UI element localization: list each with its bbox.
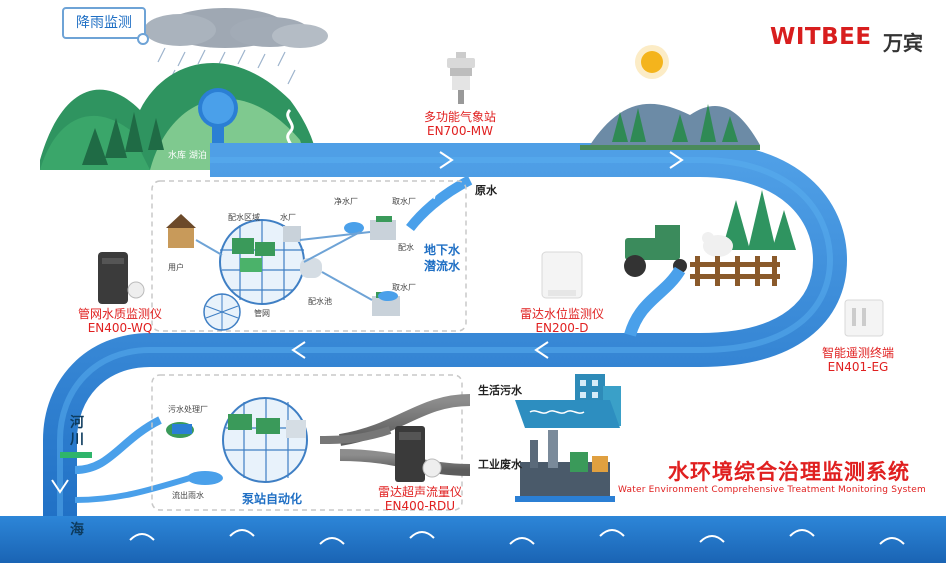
water-distribution-label: 配水 <box>398 243 414 252</box>
weather-station-model: EN700-MW <box>426 124 493 138</box>
remote-terminal-label: 智能遥测终端 EN401-EG <box>808 346 908 374</box>
intake-plant-2-label: 取水厂 <box>392 283 416 292</box>
groundwater-label: 地下水 潜流水 <box>424 243 461 273</box>
rain-tag-connector <box>137 33 149 45</box>
river-label: 河川 <box>70 415 84 448</box>
flow-meter-model: EN400-RDU <box>384 499 456 513</box>
remote-terminal-model: EN401-EG <box>827 360 889 374</box>
sea-waves <box>129 529 905 545</box>
radar-level-gauge-label: 雷达水位监测仪 EN200-D <box>510 307 614 335</box>
weather-station-label: 多功能气象站 EN700-MW <box>420 110 500 138</box>
pump-station-label: 泵站自动化 <box>242 492 303 506</box>
pine-trees-right <box>612 104 738 142</box>
rain-cloud <box>144 8 328 48</box>
industrial-wastewater-label: 工业废水 <box>478 458 522 471</box>
brand-logo: WITBEE <box>770 24 872 50</box>
farm-trees <box>722 190 796 250</box>
outflow-rain-label: 流出雨水 <box>172 491 204 500</box>
purification-plant-label: 净水厂 <box>334 197 358 206</box>
raw-water-inflow <box>406 175 473 232</box>
flow-meter-label: 雷达超声流量仪 EN400-RDU <box>364 485 476 513</box>
user-label: 用户 <box>168 263 184 272</box>
radar-level-gauge-name: 雷达水位监测仪 <box>519 307 604 321</box>
pipe-quality-monitor-model: EN400-WQ <box>87 321 153 335</box>
supply-area-box <box>151 180 467 332</box>
pipe-network-label: 管网 <box>254 309 270 318</box>
sea <box>0 516 946 563</box>
distribution-pool-label: 配水池 <box>308 297 332 306</box>
system-subtitle: Water Environment Comprehensive Treatmen… <box>618 485 926 495</box>
supply-pipes <box>195 231 373 301</box>
pipe-quality-device <box>98 252 145 304</box>
sun <box>635 45 669 79</box>
flow-meter-device <box>395 426 442 482</box>
system-title: 水环境综合治理监测系统 <box>668 460 910 484</box>
raw-water-label: 原水 <box>475 184 497 197</box>
flow-arrows <box>51 151 684 494</box>
water-plant-buildings <box>166 214 400 316</box>
weather-station-name: 多功能气象站 <box>423 110 496 124</box>
fence <box>690 256 780 286</box>
rain-monitoring-tag: 降雨监测 <box>62 7 146 39</box>
farm-outflow <box>624 266 686 337</box>
treatment-area-box <box>151 374 463 511</box>
water-plant-label: 水厂 <box>280 213 296 222</box>
remote-terminal-name: 智能遥测终端 <box>821 346 894 360</box>
pipe-quality-monitor-label: 管网水质监测仪 EN400-WQ <box>64 307 176 335</box>
treatment-grid <box>166 397 308 483</box>
distribution-zone-label: 配水区域 <box>228 213 260 222</box>
brand-name-cn: 万宾 <box>883 31 923 55</box>
intake-plant-1-label: 取水厂 <box>392 197 416 206</box>
pipe-quality-monitor-name: 管网水质监测仪 <box>77 307 162 321</box>
reservoir-label: 水库 湖泊 <box>168 151 207 161</box>
sea-label: 海 <box>70 522 84 538</box>
river-branch <box>74 416 162 474</box>
domestic-building <box>515 374 621 428</box>
radar-level-device <box>541 251 583 299</box>
radar-level-gauge-model: EN200-D <box>535 321 589 335</box>
industrial-plant <box>515 430 615 502</box>
domestic-sewage-label: 生活污水 <box>478 384 522 397</box>
flow-meter-name: 雷达超声流量仪 <box>377 485 462 499</box>
remote-terminal-device <box>844 299 884 337</box>
weather-station-device <box>447 52 475 104</box>
sewage-plant-label: 污水处理厂 <box>168 405 208 414</box>
pine-trees-left <box>82 112 164 165</box>
